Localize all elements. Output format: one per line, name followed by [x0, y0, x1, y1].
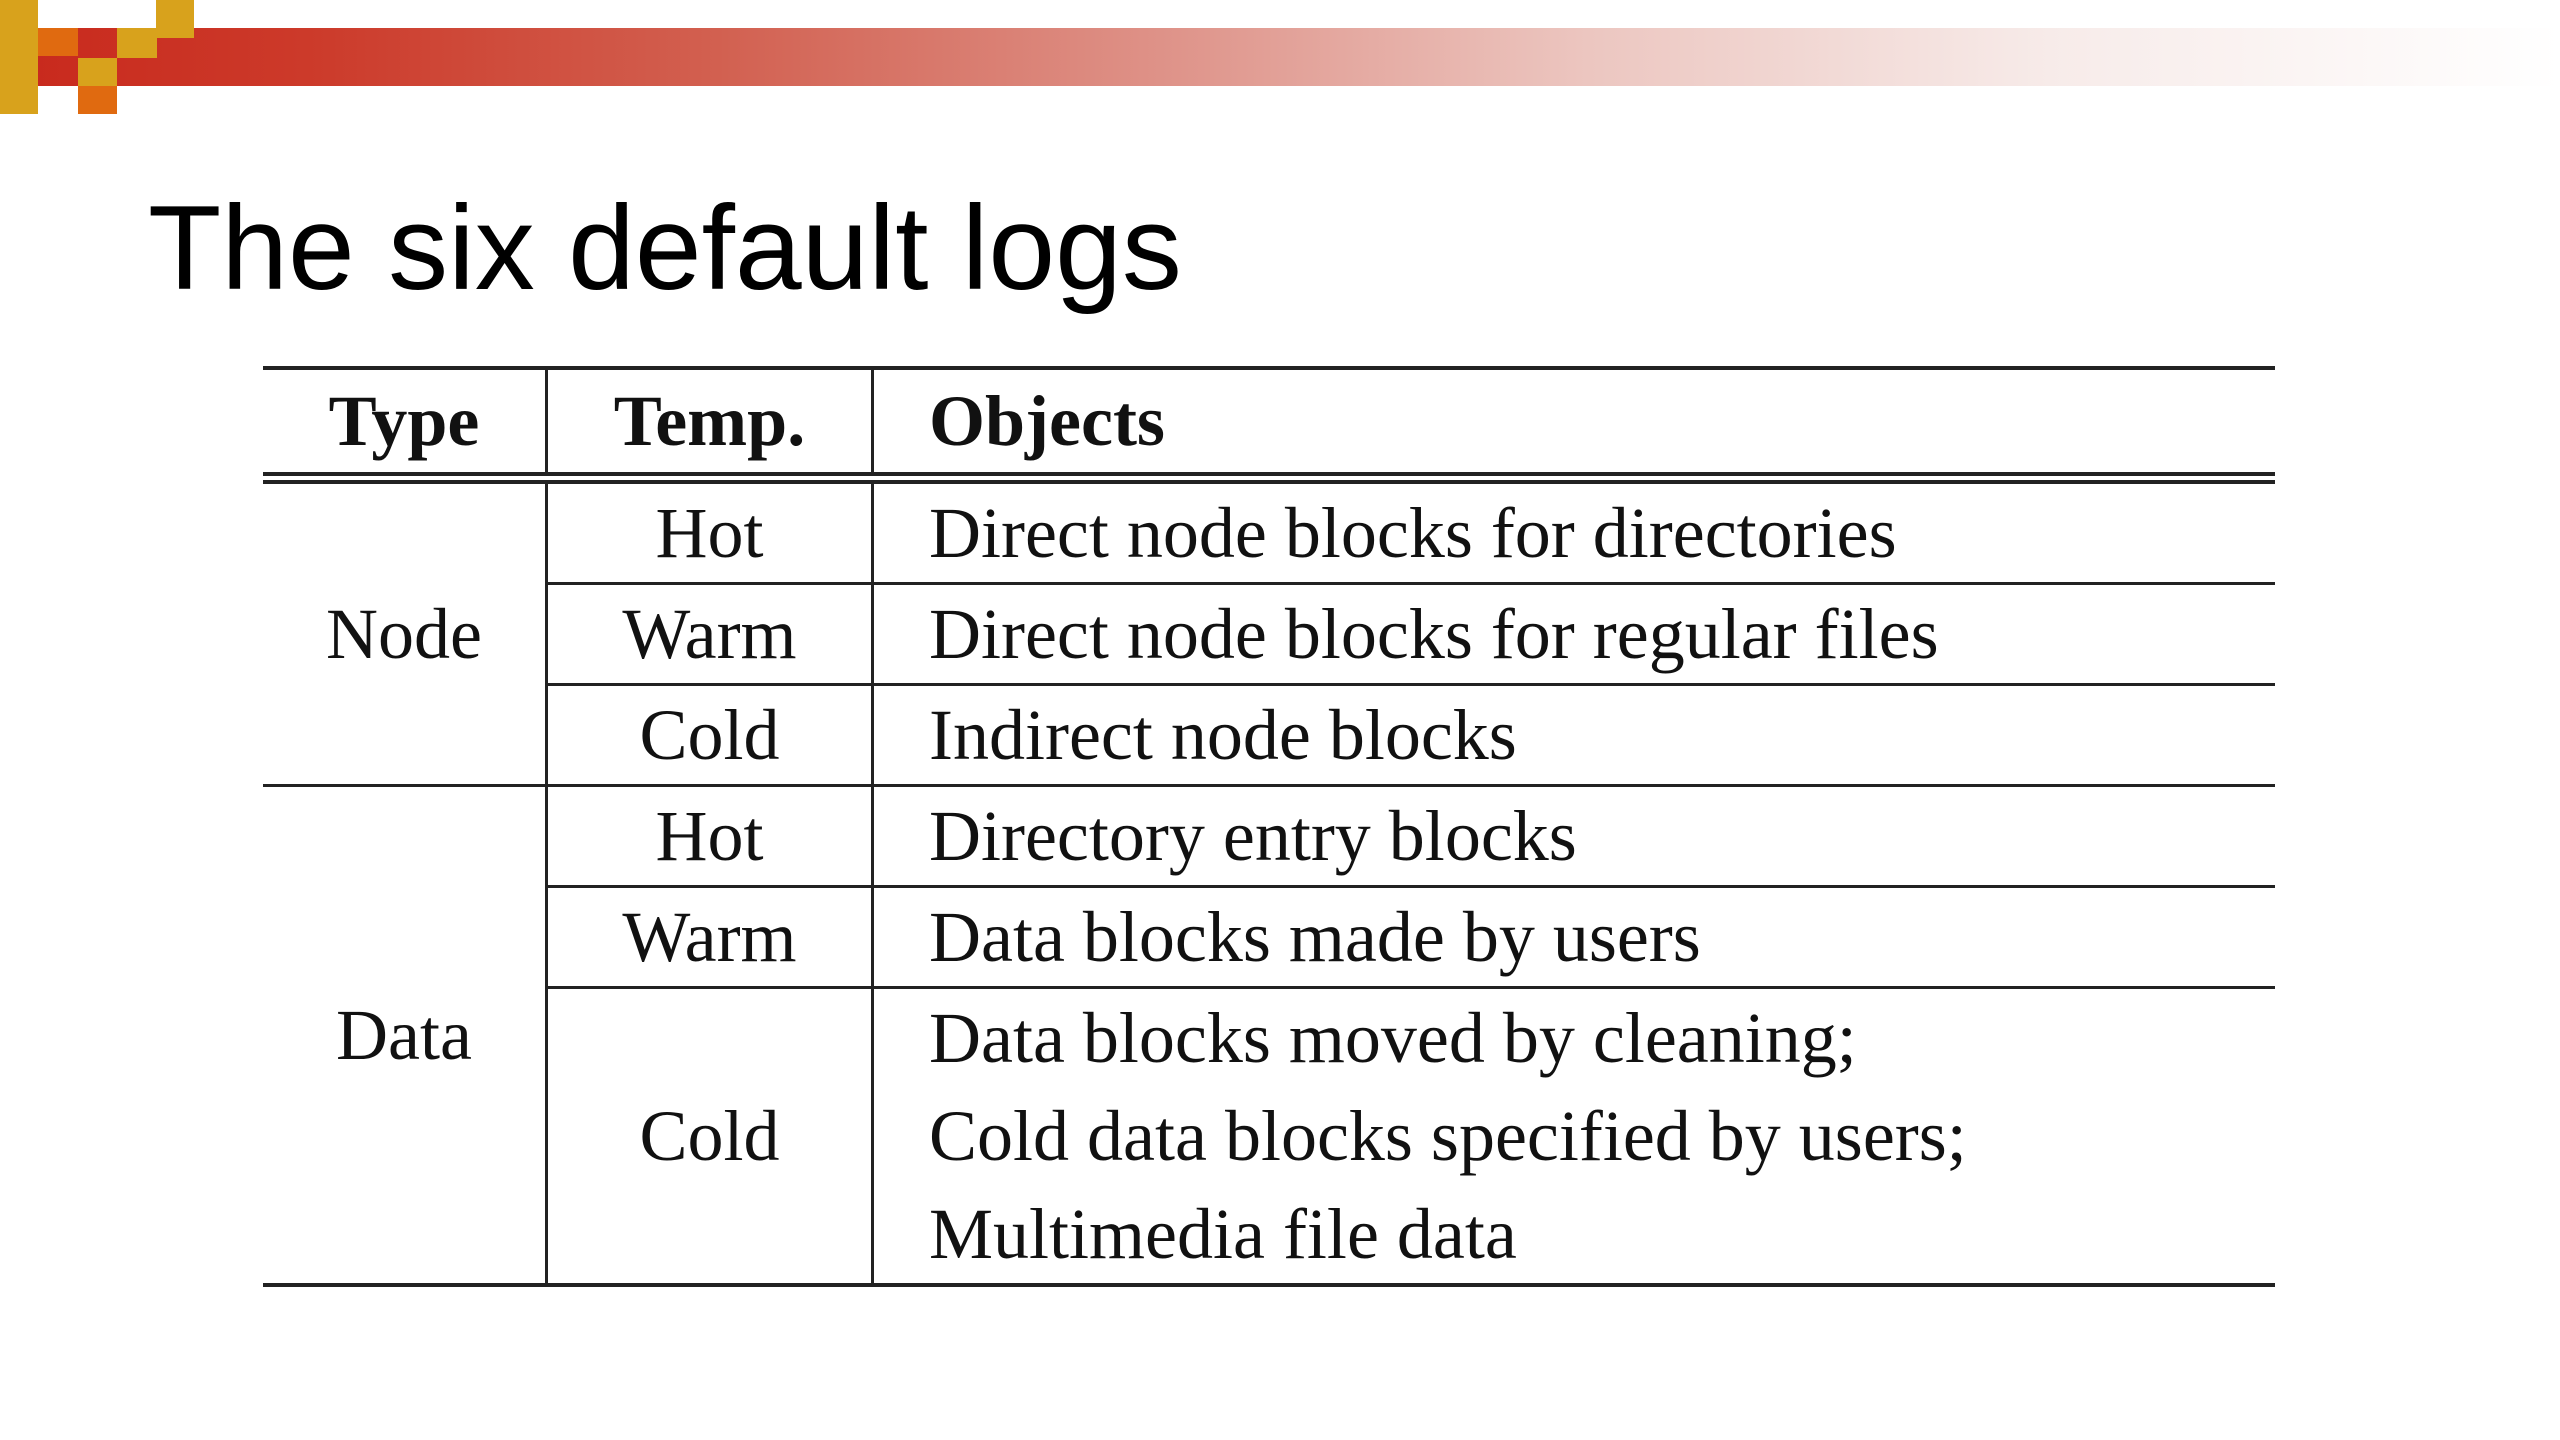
- table-header-row: Type Temp. Objects: [263, 366, 2275, 484]
- objects-cell: Directory entry blocks: [872, 785, 2275, 888]
- decor-square-gold: [0, 0, 38, 38]
- table-row: Warm Direct node blocks for regular file…: [263, 583, 2275, 686]
- default-logs-table: Type Temp. Objects Node Hot Direct node …: [263, 366, 2275, 1287]
- header-gradient-band: [0, 28, 2560, 86]
- objects-text: Multimedia file data: [929, 1194, 1517, 1274]
- header-temp: Temp.: [546, 366, 874, 484]
- objects-text: Direct node blocks for regular files: [929, 594, 1939, 674]
- type-cell-data: Data: [263, 785, 548, 1287]
- temp-cell: Hot: [546, 478, 874, 585]
- objects-text: Cold data blocks specified by users;: [929, 1096, 1967, 1176]
- decor-square-gold: [0, 38, 38, 114]
- decor-square-gold: [156, 0, 194, 38]
- temp-cell: Hot: [546, 785, 874, 888]
- temp-cell: Warm: [546, 583, 874, 686]
- objects-text: Data blocks moved by cleaning;: [929, 998, 1857, 1078]
- header-objects: Objects: [872, 366, 2275, 484]
- objects-text: Indirect node blocks: [929, 695, 1517, 775]
- objects-text: Directory entry blocks: [929, 796, 1577, 876]
- objects-cell: Indirect node blocks: [872, 684, 2275, 787]
- decor-square-orange: [38, 28, 78, 56]
- decor-square-gold: [117, 28, 157, 58]
- temp-cell: Cold: [546, 987, 874, 1287]
- temp-cell: Cold: [546, 684, 874, 787]
- temp-cell: Warm: [546, 886, 874, 989]
- objects-cell: Direct node blocks for regular files: [872, 583, 2275, 686]
- table-row: Cold Indirect node blocks: [263, 684, 2275, 787]
- table-row: Data Hot Directory entry blocks: [263, 785, 2275, 1287]
- objects-cell: Direct node blocks for directories: [872, 478, 2275, 585]
- objects-text: Direct node blocks for directories: [929, 493, 1897, 573]
- table-row: Node Hot Direct node blocks for director…: [263, 478, 2275, 787]
- objects-cell: Data blocks made by users: [872, 886, 2275, 989]
- objects-cell: Data blocks moved by cleaning; Cold data…: [872, 987, 2275, 1287]
- header-type: Type: [263, 366, 548, 484]
- type-cell-node: Node: [263, 478, 548, 787]
- objects-text: Data blocks made by users: [929, 897, 1701, 977]
- slide-title: The six default logs: [148, 181, 1182, 315]
- table-row: Cold Data blocks moved by cleaning; Cold…: [263, 987, 2275, 1287]
- table-row: Warm Data blocks made by users: [263, 886, 2275, 989]
- decor-square-orange: [78, 86, 117, 114]
